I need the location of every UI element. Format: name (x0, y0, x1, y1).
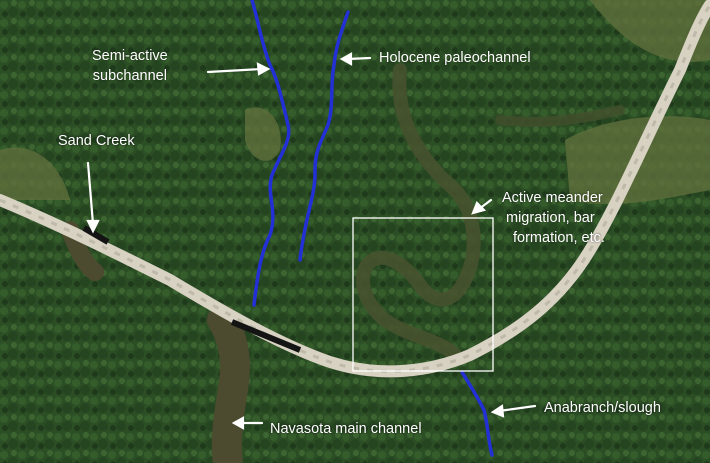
meander-study-box (352, 217, 494, 372)
arrow-holocene (339, 52, 372, 66)
meander-channel-water (355, 63, 481, 362)
label-meander-line1: Active meander (502, 190, 603, 206)
label-semi-active-line2: subchannel (92, 68, 167, 84)
label-meander-line3: formation, etc. (513, 230, 605, 246)
label-meander-line2: migration, bar (506, 210, 595, 226)
label-anabranch-slough: Anabranch/slough (544, 400, 661, 416)
label-semi-active-line1: Semi-active (92, 48, 168, 64)
anabranch-trace (460, 370, 494, 457)
eastern-channel (495, 105, 625, 127)
label-navasota-main-channel: Navasota main channel (270, 421, 422, 437)
arrow-semi-active (206, 62, 271, 76)
road-texture (0, 4, 710, 373)
channel-traces (250, 0, 494, 457)
arrow-meander (471, 198, 493, 215)
holocene-paleochannel-trace (298, 10, 350, 262)
label-semi-active-subchannel: Semi-active subchannel (92, 46, 168, 86)
label-arrows (86, 52, 537, 430)
semi-active-subchannel-trace (250, 0, 291, 307)
arrow-anabranch (490, 404, 537, 418)
label-holocene-paleochannel: Holocene paleochannel (379, 50, 531, 66)
arrow-sand-creek (86, 161, 100, 234)
label-sand-creek: Sand Creek (58, 133, 135, 149)
sand-creek-bridge (82, 225, 110, 245)
navasota-river-water (207, 305, 250, 463)
navasota-bridge (230, 319, 302, 353)
label-active-meander: Active meander migration, bar formation,… (500, 188, 605, 248)
arrow-navasota (231, 416, 264, 430)
